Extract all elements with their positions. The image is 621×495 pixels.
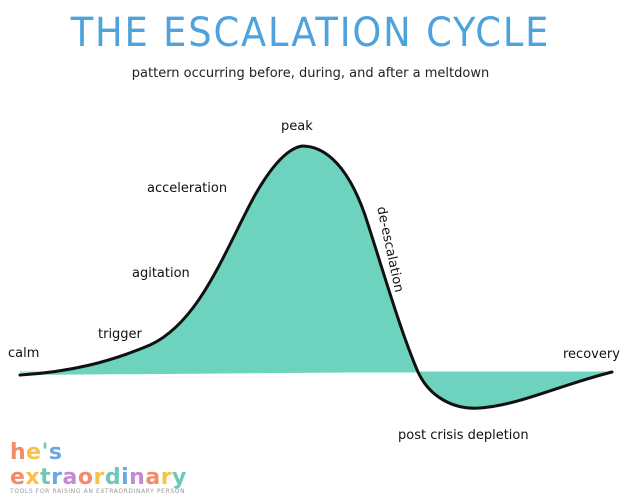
escalation-curve-graphic (18, 144, 614, 410)
stage-label-trigger: trigger (98, 327, 142, 342)
stage-label-calm: calm (8, 346, 40, 361)
stage-label-post-crisis-depletion: post crisis depletion (398, 428, 529, 443)
stage-label-acceleration: acceleration (147, 181, 228, 196)
stage-label-agitation: agitation (132, 266, 190, 281)
depletion-area (418, 372, 612, 409)
stage-label-recovery: recovery (563, 347, 620, 362)
stage-label-peak: peak (281, 119, 313, 134)
logo-tagline: TOOLS FOR RAISING AN EXTRAORDINARY PERSO… (10, 488, 186, 495)
escalation-line (18, 144, 614, 410)
brand-logo: he's extraordinary TOOLS FOR RAISING AN … (10, 440, 220, 495)
escalation-area (20, 146, 418, 375)
diagram-subtitle: pattern occurring before, during, and af… (131, 66, 490, 81)
diagram-title: THE ESCALATION CYCLE (70, 10, 551, 56)
logo-wordmark: he's extraordinary (10, 440, 187, 490)
